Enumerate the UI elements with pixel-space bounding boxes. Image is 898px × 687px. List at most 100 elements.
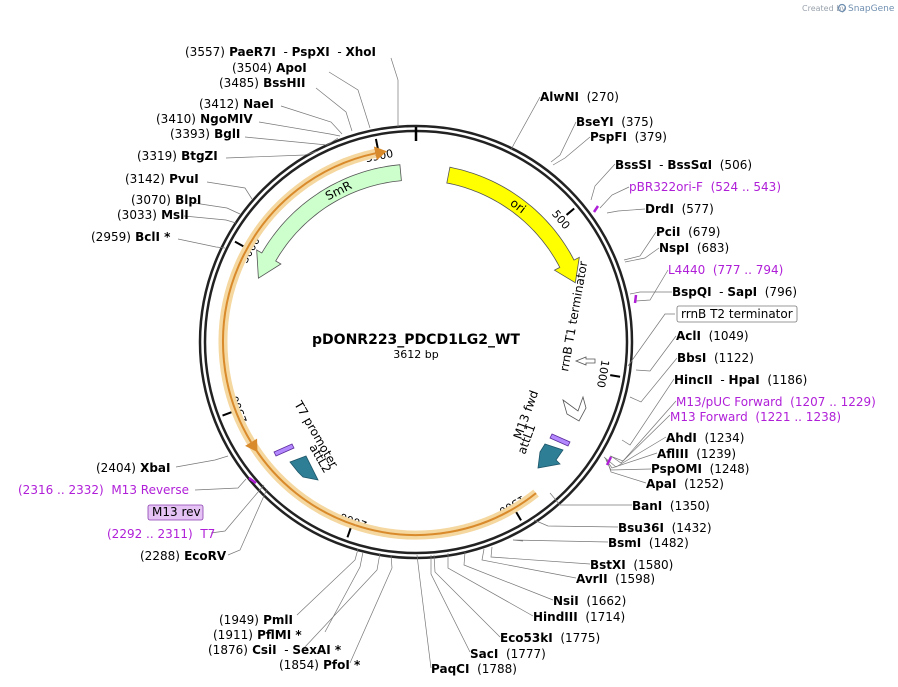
site-label-part: BglI: [210, 127, 241, 141]
site-label-xbai[interactable]: (2404) XbaI: [96, 461, 171, 475]
feature-band-ccdb-region[interactable]: [218, 146, 539, 540]
primer-arrow-icon: [273, 443, 295, 457]
site-label-pbr322ori-f[interactable]: pBR322ori-F (524 .. 543): [629, 180, 781, 194]
feature-smr[interactable]: [256, 164, 402, 279]
site-label-part: NgoMIV: [196, 112, 253, 126]
site-label-bcli[interactable]: (2959) BclI *: [91, 230, 171, 244]
m13-rev-box[interactable]: [147, 504, 204, 521]
site-label-paqci[interactable]: PaqCI (1788): [431, 662, 517, 676]
site-label-acli[interactable]: AclI (1049): [676, 329, 749, 343]
site-label-pflmi[interactable]: (1911) PflMI *: [213, 628, 302, 642]
site-label-pvui[interactable]: (3142) PvuI: [125, 172, 199, 186]
site-label-part: -: [330, 45, 346, 59]
site-label-part: (1350): [662, 499, 710, 513]
site-label-bsu36i[interactable]: Bsu36I (1432): [618, 521, 712, 535]
site-label-hincii[interactable]: HincII - HpaI (1186): [674, 373, 807, 387]
site-label-bani[interactable]: BanI (1350): [632, 499, 710, 513]
site-label-saci[interactable]: SacI (1777): [470, 647, 546, 661]
site-label-apoi[interactable]: (3504) ApoI: [232, 61, 307, 75]
site-label-part: (1207 .. 1229): [783, 395, 876, 409]
site-label-avrii[interactable]: AvrII (1598): [576, 572, 655, 586]
site-label-part: (1049): [701, 329, 749, 343]
band-arrowhead: [245, 438, 258, 453]
feature-rrnb-t1-terminator[interactable]: [574, 356, 596, 366]
feature-attl2[interactable]: [289, 455, 319, 481]
site-label-paer7i[interactable]: (3557) PaeR7I - PspXI - XhoI: [185, 45, 376, 59]
site-label-part: SacI: [470, 647, 498, 661]
site-label-nsii[interactable]: NsiI (1662): [553, 594, 626, 608]
site-label-l4440[interactable]: L4440 (777 .. 794): [668, 263, 783, 277]
band-core: [222, 152, 376, 443]
site-label-bseyi[interactable]: BseYI (375): [576, 115, 654, 129]
credit-prefix: Created by: [802, 4, 846, 13]
site-label-part: (3412): [199, 97, 239, 111]
tick-mark: [515, 511, 522, 521]
site-label-part: BlpI: [171, 193, 202, 207]
site-label-part: L4440: [668, 263, 705, 277]
site-label-bstxi[interactable]: BstXI (1580): [590, 558, 673, 572]
site-label-pspfi[interactable]: PspFI (379): [590, 130, 667, 144]
site-label-part: -: [652, 158, 668, 172]
site-label-pcii[interactable]: PciI (679): [656, 225, 720, 239]
feature-promoter-arrow[interactable]: [562, 395, 587, 422]
band-glow: [247, 439, 357, 530]
site-label-bsmi[interactable]: BsmI (1482): [608, 536, 689, 550]
feature-t7-promoter[interactable]: [273, 443, 295, 457]
site-label-naei[interactable]: (3412) NaeI: [199, 97, 274, 111]
site-label-part: (524 .. 543): [703, 180, 781, 194]
site-label-part: T7: [193, 527, 216, 541]
site-label-afliii[interactable]: AflIII (1239): [657, 447, 736, 461]
site-label-csii[interactable]: (1876) CsiI - SexAI *: [208, 643, 342, 657]
site-label-part: (1252): [676, 477, 724, 491]
site-label-part: PmlI: [259, 613, 293, 627]
site-label-blpi[interactable]: (3070) BlpI: [131, 193, 201, 207]
site-label-part: ApaI: [646, 477, 676, 491]
site-label-bbsi[interactable]: BbsI (1122): [677, 351, 754, 365]
site-label-m13-forward[interactable]: M13 Forward (1221 .. 1238): [670, 410, 841, 424]
site-label-ecorv[interactable]: (2288) EcoRV: [140, 549, 227, 563]
feature-ori[interactable]: [446, 166, 580, 284]
m13-rev-label: M13 rev: [152, 505, 201, 519]
site-label-m13-reverse[interactable]: (2316 .. 2332) M13 Reverse: [18, 483, 189, 497]
site-label-part: (1662): [579, 594, 627, 608]
terminator-icon: [574, 356, 596, 366]
rrnb-t2-box[interactable]: [676, 305, 798, 323]
site-label-bsshii[interactable]: (3485) BssHII: [219, 76, 306, 90]
site-label-pmli[interactable]: (1949) PmlI: [219, 613, 293, 627]
site-label-part: BsmI: [608, 536, 641, 550]
site-label-part: (1777): [498, 647, 546, 661]
site-label-part: BanI: [632, 499, 662, 513]
site-label-part: PflMI *: [253, 628, 302, 642]
band-core: [354, 492, 537, 536]
site-label-alwni[interactable]: AlwNI (270): [540, 90, 619, 104]
site-label-pspomi[interactable]: PspOMI (1248): [651, 462, 749, 476]
site-label-m13-puc-forward[interactable]: M13/pUC Forward (1207 .. 1229): [676, 395, 876, 409]
site-label-bgli[interactable]: (3393) BglI: [170, 127, 240, 141]
label-leader-lines: [175, 57, 678, 669]
site-label-part: (3557): [185, 45, 225, 59]
site-label-nspi[interactable]: NspI (683): [659, 241, 729, 255]
site-label-part: (1482): [641, 536, 689, 550]
site-label-t7[interactable]: (2292 .. 2311) T7: [107, 527, 215, 541]
site-label-part: M13 Reverse: [104, 483, 189, 497]
site-label-hindiii[interactable]: HindIII (1714): [533, 610, 625, 624]
site-label-part: NaeI: [239, 97, 274, 111]
site-label-ngomiv[interactable]: (3410) NgoMIV: [156, 112, 253, 126]
site-label-apai[interactable]: ApaI (1252): [646, 477, 724, 491]
site-label-part: BspQI: [672, 285, 712, 299]
tick-mark: [374, 138, 379, 149]
site-label-part: Bsu36I: [618, 521, 664, 535]
site-label-eco53ki[interactable]: Eco53kI (1775): [500, 631, 600, 645]
site-label-pfoi[interactable]: (1854) PfoI *: [279, 658, 361, 672]
site-label-bspqi[interactable]: BspQI - SapI (796): [672, 285, 797, 299]
site-label-btgzi[interactable]: (3319) BtgZI: [137, 149, 218, 163]
site-label-ahdi[interactable]: AhdI (1234): [666, 431, 744, 445]
feature-m13-fwd[interactable]: [549, 433, 571, 447]
site-label-drdi[interactable]: DrdI (577): [645, 202, 714, 216]
feature-attl1[interactable]: [537, 443, 564, 469]
site-label-msli[interactable]: (3033) MslI: [117, 208, 189, 222]
site-label-part: (1239): [689, 447, 737, 461]
site-label-part: SapI: [727, 285, 757, 299]
site-label-part: MslI: [157, 208, 189, 222]
site-label-bsssi[interactable]: BssSI - BssSαI (506): [615, 158, 752, 172]
